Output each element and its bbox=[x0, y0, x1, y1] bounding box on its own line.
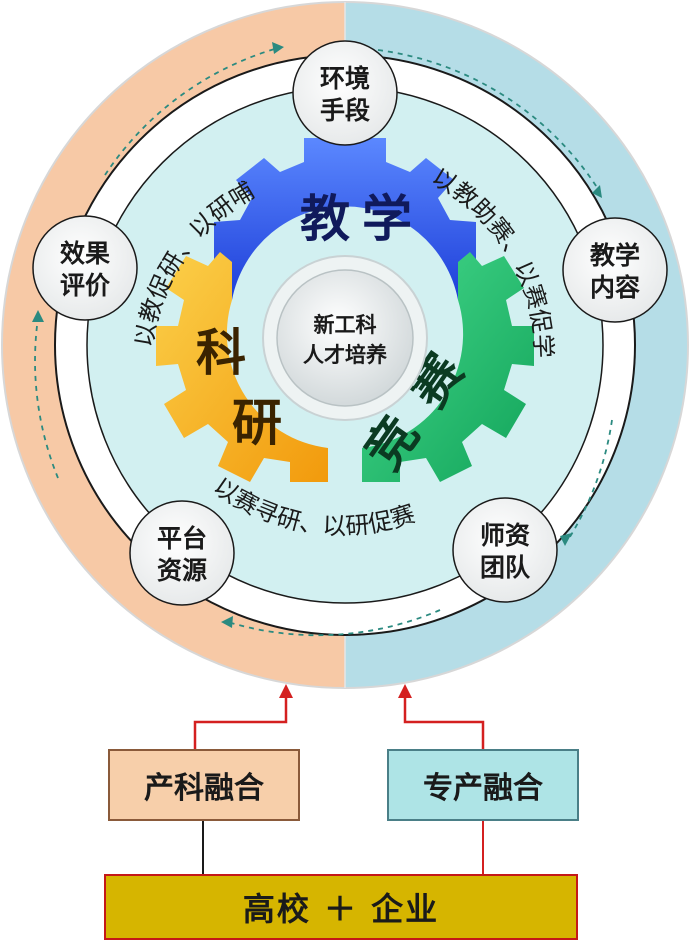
center-line1: 新工科 bbox=[314, 313, 377, 337]
node-label-line1: 效果 bbox=[60, 239, 110, 268]
red-arrowheads bbox=[279, 684, 412, 698]
node-circle bbox=[292, 40, 398, 146]
dashed-arrow-bottom bbox=[227, 609, 441, 637]
node-circle bbox=[32, 215, 138, 321]
arrow-zhuanchan-to-ring bbox=[403, 690, 485, 749]
node-label-line2: 团队 bbox=[480, 553, 531, 582]
cycle-arrows bbox=[34, 47, 613, 637]
industry-science-fusion-label: 产科融合 bbox=[144, 771, 264, 806]
university-enterprise-box: 高校 ＋ 企业 bbox=[104, 874, 578, 940]
node-label-line1: 师资 bbox=[480, 521, 530, 550]
gear-research-char2: 研 bbox=[232, 394, 282, 452]
node-label-line1: 平台 bbox=[157, 524, 207, 553]
dashed-arrow-left bbox=[34, 317, 59, 479]
gear-teach-shape bbox=[214, 138, 476, 300]
node-circle bbox=[452, 497, 558, 603]
industry-science-fusion-box: 产科融合 bbox=[108, 749, 300, 821]
center-line2: 人才培养 bbox=[303, 343, 387, 367]
gear-research-char1: 科 bbox=[196, 324, 246, 382]
gear-teach-char1: 教 bbox=[300, 190, 350, 248]
node-label-line2: 内容 bbox=[590, 273, 640, 302]
node-label-line1: 环境 bbox=[320, 64, 370, 93]
center-hub bbox=[276, 269, 414, 407]
gear-compete-shape bbox=[362, 252, 534, 482]
node-circle bbox=[129, 500, 235, 606]
gear-research-shape bbox=[156, 252, 328, 482]
gear-teach-char2: 学 bbox=[362, 190, 412, 248]
major-industry-fusion-box: 专产融合 bbox=[387, 749, 579, 821]
dashed-arrow-top-left bbox=[104, 47, 279, 176]
node-label-line2: 评价 bbox=[60, 271, 111, 300]
arrow-chanke-to-ring bbox=[193, 690, 288, 749]
node-circle bbox=[562, 217, 668, 323]
red-arrows bbox=[193, 690, 485, 749]
cycle-arrowheads bbox=[32, 42, 602, 628]
gear-teach: 教 学 bbox=[214, 138, 476, 300]
university-enterprise-label: 高校 ＋ 企业 bbox=[242, 890, 440, 928]
dashed-arrow-right bbox=[567, 419, 613, 541]
node-label-line2: 资源 bbox=[157, 556, 207, 585]
node-label-line1: 教学 bbox=[590, 241, 640, 270]
major-industry-fusion-label: 专产融合 bbox=[423, 771, 543, 806]
gear-research: 科 研 bbox=[156, 252, 328, 482]
node-label-line2: 手段 bbox=[320, 96, 370, 125]
